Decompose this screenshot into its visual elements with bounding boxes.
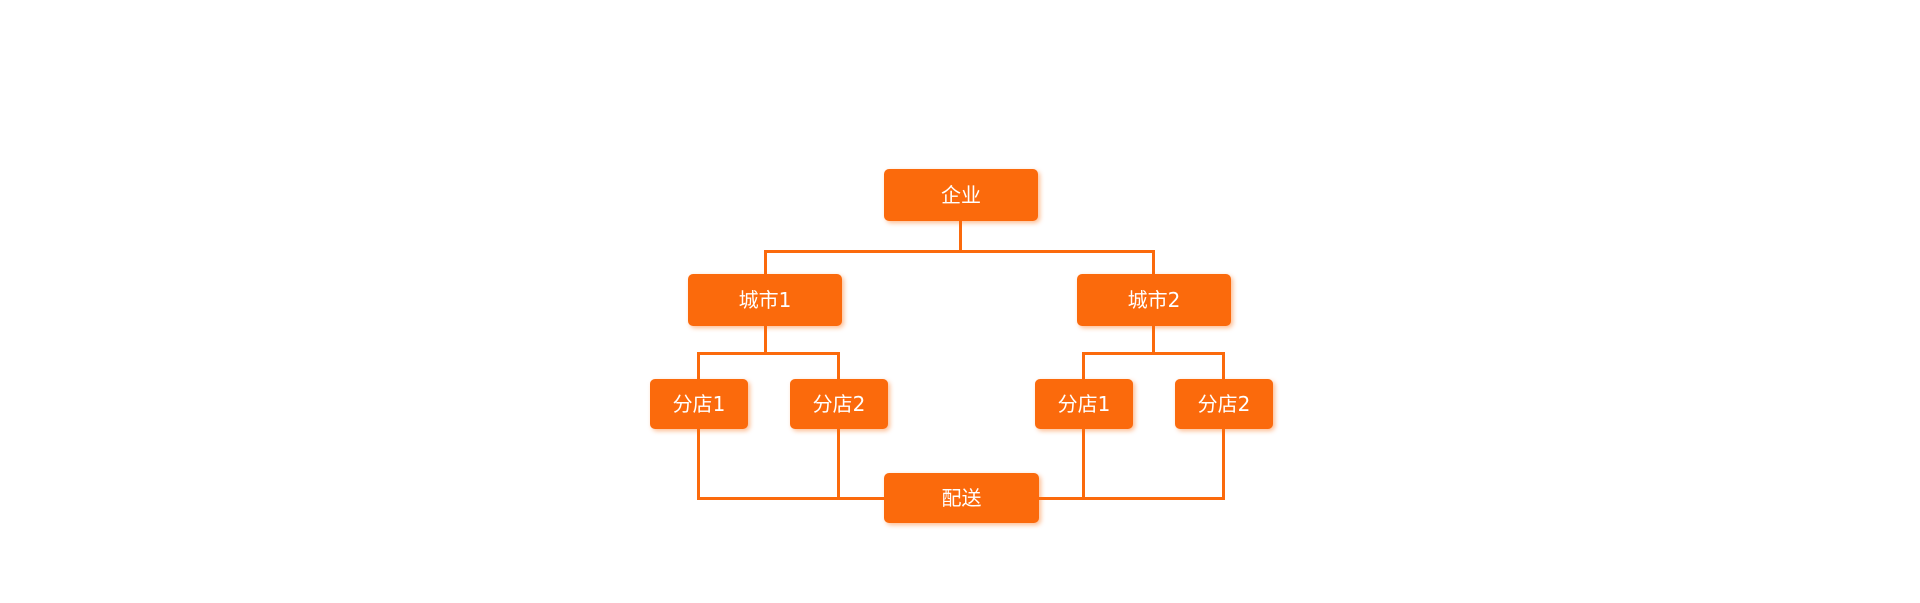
connector-cities-horizontal <box>764 250 1155 253</box>
node-city2[interactable]: 城市2 <box>1077 274 1231 326</box>
node-city2-branch2[interactable]: 分店2 <box>1175 379 1273 429</box>
node-enterprise[interactable]: 企业 <box>884 169 1038 221</box>
connector-city1-branches-horizontal <box>697 352 840 355</box>
connector-city2-branches-horizontal <box>1082 352 1225 355</box>
connector-city1-down <box>764 326 767 355</box>
connector-city2-top <box>1152 250 1155 274</box>
node-city2-label: 城市2 <box>1127 288 1181 312</box>
connector-city1-branch1-top <box>697 352 700 379</box>
node-city1-branch2-label: 分店2 <box>812 392 866 416</box>
connector-city1-branch2-top <box>837 352 840 379</box>
node-city1-branch1-label: 分店1 <box>672 392 726 416</box>
connector-city2-branch2-down <box>1222 429 1225 500</box>
connector-city1-branch1-down <box>697 429 700 500</box>
node-city2-branch1[interactable]: 分店1 <box>1035 379 1133 429</box>
node-city1[interactable]: 城市1 <box>688 274 842 326</box>
connector-enterprise-down <box>959 221 962 253</box>
node-city1-branch2[interactable]: 分店2 <box>790 379 888 429</box>
node-city1-branch1[interactable]: 分店1 <box>650 379 748 429</box>
node-delivery-label: 配送 <box>941 486 982 510</box>
node-city2-branch1-label: 分店1 <box>1057 392 1111 416</box>
connector-city2-branch1-down <box>1082 429 1085 500</box>
connector-city1-branch2-down <box>837 429 840 500</box>
node-city1-label: 城市1 <box>738 288 792 312</box>
connector-city2-down <box>1152 326 1155 355</box>
connector-city1-top <box>764 250 767 274</box>
connector-city2-branch1-top <box>1082 352 1085 379</box>
node-delivery[interactable]: 配送 <box>884 473 1039 523</box>
connector-city2-branch2-top <box>1222 352 1225 379</box>
node-city2-branch2-label: 分店2 <box>1197 392 1251 416</box>
node-enterprise-label: 企业 <box>941 183 981 207</box>
